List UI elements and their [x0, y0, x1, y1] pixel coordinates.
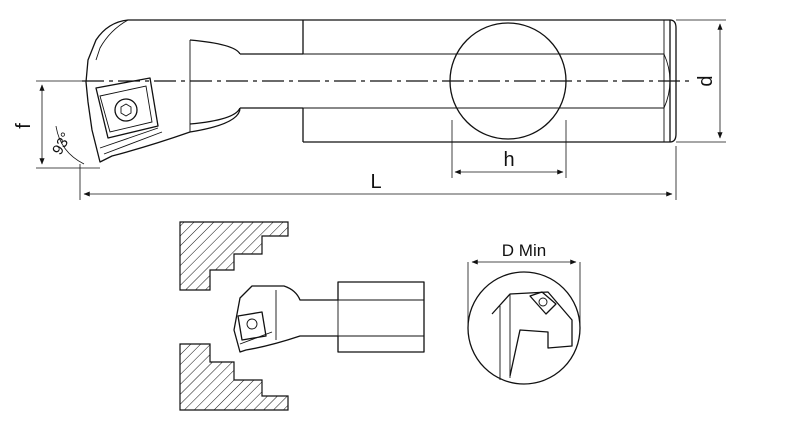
workpiece-section-top	[179, 221, 289, 291]
bore-circle	[467, 271, 581, 385]
dimension-f: f	[13, 80, 100, 169]
dimension-d-label: d	[695, 75, 717, 86]
insert-screw-small-icon	[246, 318, 258, 330]
end-view: D Min	[467, 241, 581, 385]
tool-head	[85, 19, 303, 163]
approach-angle-label: 93°	[49, 130, 75, 158]
workpiece-section	[179, 221, 289, 411]
dimension-d: d	[676, 19, 726, 143]
end-view-screw-icon	[538, 297, 548, 307]
dimension-l: L	[79, 146, 677, 200]
boring-bar-side-view	[82, 19, 690, 163]
hex-socket-screw-icon	[114, 98, 138, 122]
boring-bar-in-bore	[233, 281, 425, 353]
dimension-h: h	[451, 120, 567, 178]
dimension-dmin-label: D Min	[502, 241, 546, 260]
dimension-l-label: L	[370, 171, 381, 193]
dimension-f-label: f	[13, 123, 35, 129]
workpiece-section-bottom	[179, 343, 289, 411]
dimension-h-label: h	[503, 149, 514, 171]
approach-angle: 93°	[49, 125, 85, 165]
neck	[189, 39, 664, 125]
